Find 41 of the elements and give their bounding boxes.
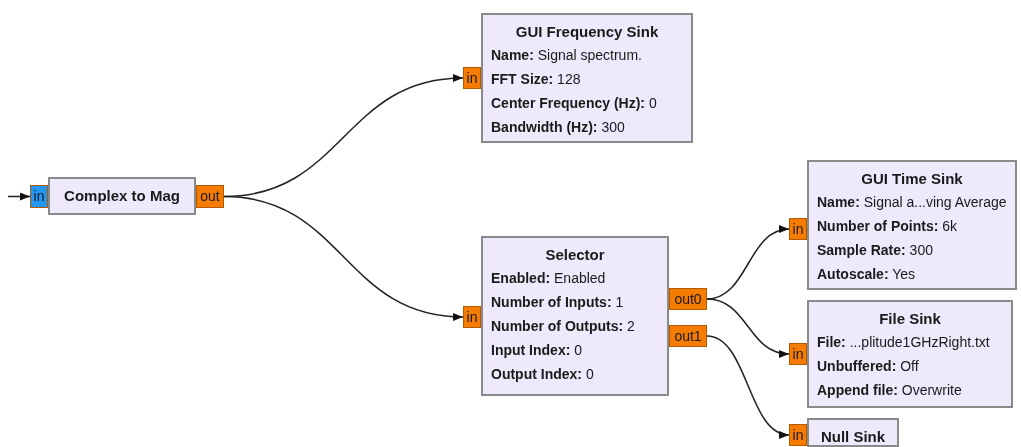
parameter-text: Name: Signal a...ving Average bbox=[817, 193, 1007, 212]
arrow bbox=[706, 335, 790, 437]
parameter-text: Input Index: 0 bbox=[491, 341, 583, 360]
output-port: out1 bbox=[669, 325, 707, 347]
arrow bbox=[7, 192, 31, 201]
input-port: in bbox=[789, 424, 807, 446]
input-port: in bbox=[789, 218, 807, 240]
block-title: GUI Frequency Sink bbox=[514, 22, 660, 42]
input-port: in bbox=[463, 306, 481, 328]
parameter-text: Center Frequency (Hz): 0 bbox=[491, 94, 658, 113]
block-box bbox=[481, 13, 693, 143]
output-port: out0 bbox=[669, 288, 707, 310]
parameter-text: File: ...plitude1GHzRight.txt bbox=[817, 333, 991, 352]
arrow bbox=[223, 195, 464, 321]
block-title: Selector bbox=[544, 245, 606, 265]
arrow bbox=[706, 298, 790, 357]
parameter-text: Bandwidth (Hz): 300 bbox=[491, 118, 626, 137]
block-box bbox=[481, 236, 669, 396]
parameter-text: Number of Outputs: 2 bbox=[491, 317, 636, 336]
parameter-text: Unbuffered: Off bbox=[817, 357, 920, 376]
block-box bbox=[807, 160, 1017, 290]
block-title: File Sink bbox=[878, 309, 942, 329]
block-box bbox=[807, 418, 899, 447]
parameter-text: FFT Size: 128 bbox=[491, 70, 582, 89]
input-port: in bbox=[30, 185, 48, 208]
parameter-text: Name: Signal spectrum. bbox=[491, 46, 643, 65]
output-port: out bbox=[196, 185, 224, 208]
block-box bbox=[807, 300, 1013, 408]
block-box bbox=[48, 177, 196, 215]
block-title: GUI Time Sink bbox=[860, 169, 964, 189]
parameter-text: Enabled: Enabled bbox=[491, 269, 607, 288]
parameter-text: Sample Rate: 300 bbox=[817, 241, 934, 260]
input-port: in bbox=[463, 67, 481, 89]
input-port: in bbox=[789, 343, 807, 365]
block-title: Null Sink bbox=[819, 427, 887, 447]
parameter-text: Number of Points: 6k bbox=[817, 217, 959, 236]
parameter-text: Append file: Overwrite bbox=[817, 381, 963, 400]
block-title: Complex to Mag bbox=[63, 186, 181, 206]
parameter-text: Number of Inputs: 1 bbox=[491, 293, 625, 312]
parameter-text: Output Index: 0 bbox=[491, 365, 595, 384]
parameter-text: Autoscale: Yes bbox=[817, 265, 917, 284]
